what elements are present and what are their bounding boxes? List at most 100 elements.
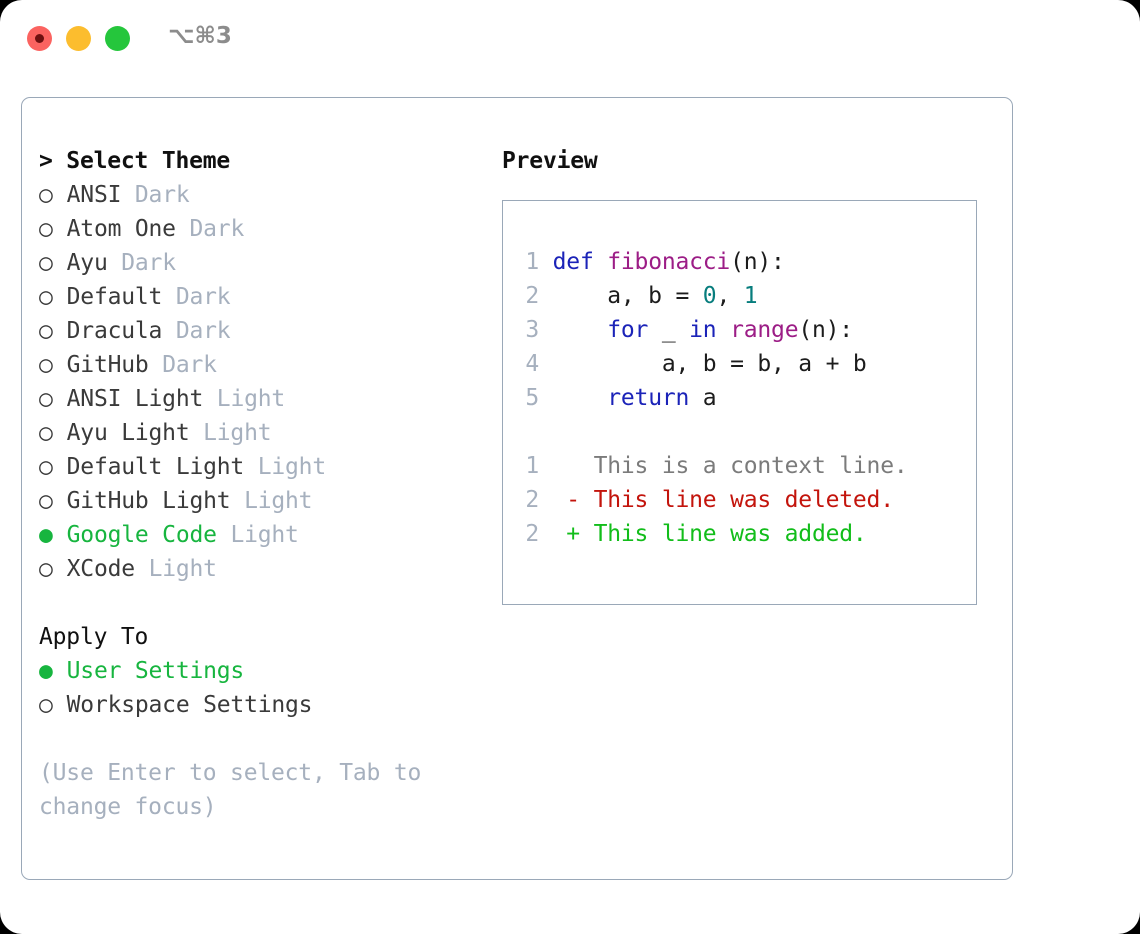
apply-to-header: Apply To [39,624,149,650]
code-token: (n): [798,317,853,343]
code-line: 3 for _ in range(n): [521,313,976,347]
radio-unselected-icon: ○ [39,352,53,378]
diff-line: 1 This is a context line. [521,449,976,483]
theme-variant-tag: Light [244,488,313,514]
theme-option-label: Default Light [66,454,245,480]
diff-line: 2 - This line was deleted. [521,483,976,517]
theme-option-label: Ayu [66,250,108,276]
theme-variant-tag: Dark [134,182,190,208]
theme-option-label: GitHub [66,352,149,378]
code-line: 1 def fibonacci(n): [521,245,976,279]
code-token: fibonacci [607,249,731,275]
radio-unselected-icon: ○ [39,420,53,446]
theme-option-label: ANSI Light [66,386,204,412]
radio-unselected-icon: ○ [39,454,53,480]
radio-selected-icon: ● [39,522,53,548]
theme-option-label: Dracula [66,318,163,344]
code-token: for [607,317,649,343]
theme-option-github-light[interactable]: ○ GitHub Light Light [39,484,489,518]
traffic-light-controls [27,26,130,51]
line-number: 1 [525,249,539,275]
spacer [521,415,976,449]
apply-to-list: ● User Settings○ Workspace Settings [39,654,489,722]
theme-variant-tag: Dark [162,352,217,378]
diff-marker [566,453,580,479]
code-token: , [716,283,744,309]
theme-option-ayu-light[interactable]: ○ Ayu Light Light [39,416,489,450]
theme-option-label: GitHub Light [66,488,231,514]
theme-option-xcode[interactable]: ○ XCode Light [39,552,489,586]
radio-selected-icon: ● [39,658,53,684]
apply-to-option-label: User Settings [66,658,245,684]
code-token [553,317,608,343]
code-line: 5 return a [521,381,976,415]
diff-marker: + [566,521,580,547]
code-token: 0 [702,283,717,309]
code-line: 2 a, b = 0, 1 [521,279,976,313]
code-token: 1 [743,283,758,309]
diff-line: 2 + This line was added. [521,517,976,551]
theme-option-label: Default [66,284,163,310]
code-token: return [607,385,690,411]
keyboard-shortcut-badge: ⌥⌘3 [168,23,232,49]
theme-option-label: Google Code [66,522,217,548]
line-number: 2 [525,521,539,547]
line-number: 3 [525,317,539,343]
radio-unselected-icon: ○ [39,250,53,276]
theme-list-header: > Select Theme [39,148,231,174]
code-token: in [689,317,717,343]
theme-option-ansi[interactable]: ○ ANSI Dark [39,178,489,212]
theme-option-atom-one[interactable]: ○ Atom One Dark [39,212,489,246]
diff-text: This is a context line. [579,453,908,479]
theme-variant-tag: Light [148,556,217,582]
code-line: 4 a, b = b, a + b [521,347,976,381]
theme-option-label: Ayu Light [66,420,190,446]
code-token: _ [648,317,690,343]
line-number: 2 [525,487,539,513]
line-number: 2 [525,283,539,309]
radio-unselected-icon: ○ [39,556,53,582]
spacer [39,586,489,620]
theme-variant-tag: Light [230,522,299,548]
theme-option-github[interactable]: ○ GitHub Dark [39,348,489,382]
maximize-button[interactable] [105,26,130,51]
theme-variant-tag: Light [216,386,286,412]
code-token: a, b = [552,283,703,309]
theme-option-google-code[interactable]: ● Google Code Light [39,518,489,552]
apply-to-option-workspace-settings[interactable]: ○ Workspace Settings [39,688,489,722]
diff-sample: 1 This is a context line.2 - This line w… [521,449,976,551]
theme-option-label: XCode [66,556,135,582]
theme-variant-tag: Light [203,420,272,446]
code-token [716,317,730,343]
minimize-button[interactable] [66,26,91,51]
code-token: a [689,385,717,411]
line-number: 5 [525,385,539,411]
code-token: a, b = b, a + b [552,351,867,377]
radio-unselected-icon: ○ [39,216,53,242]
theme-option-label: ANSI [66,182,122,208]
theme-variant-tag: Dark [175,284,231,310]
line-number: 4 [525,351,539,377]
theme-option-ansi-light[interactable]: ○ ANSI Light Light [39,382,489,416]
main-panel: > Select Theme ○ ANSI Dark○ Atom One Dar… [21,97,1013,880]
radio-unselected-icon: ○ [39,692,53,718]
apply-to-option-label: Workspace Settings [66,692,313,718]
close-button[interactable] [27,26,52,51]
theme-option-ayu[interactable]: ○ Ayu Dark [39,246,489,280]
theme-option-default-light[interactable]: ○ Default Light Light [39,450,489,484]
code-token: range [730,317,799,343]
line-number: 1 [525,453,539,479]
code-token: (n): [730,249,785,275]
diff-text: This line was deleted. [579,487,894,513]
title-bar: ⌥⌘3 [0,0,1140,78]
theme-option-dracula[interactable]: ○ Dracula Dark [39,314,489,348]
preview-column: Preview 1 def fibonacci(n):2 a, b = 0, 1… [502,144,992,605]
apply-to-option-user-settings[interactable]: ● User Settings [39,654,489,688]
radio-unselected-icon: ○ [39,386,53,412]
theme-list: ○ ANSI Dark○ Atom One Dark○ Ayu Dark○ De… [39,178,489,586]
theme-option-default[interactable]: ○ Default Dark [39,280,489,314]
code-token: def [552,249,608,275]
